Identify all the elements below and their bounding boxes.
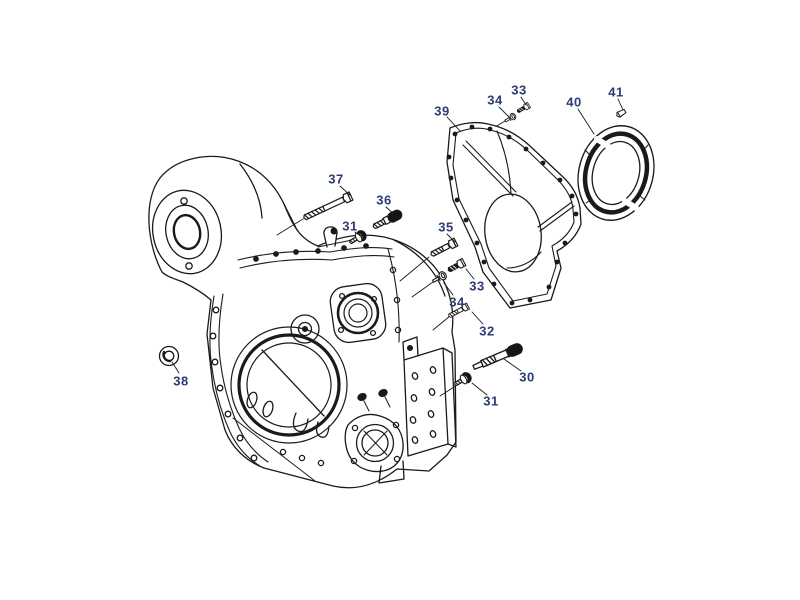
callout-37: 37 xyxy=(328,171,344,187)
bolt-36 xyxy=(370,207,405,232)
screw-33-top xyxy=(515,101,531,115)
callout-39: 39 xyxy=(434,103,450,119)
callout-38: 38 xyxy=(173,373,189,389)
callout-31-lower: 31 xyxy=(483,393,499,409)
housing-body xyxy=(148,155,457,489)
callout-32: 32 xyxy=(479,323,495,339)
callout-34-top: 34 xyxy=(487,92,503,108)
callout-40: 40 xyxy=(566,94,582,110)
bolt-35 xyxy=(428,237,459,260)
screw-33-mid xyxy=(445,257,467,275)
callout-34-mid: 34 xyxy=(449,294,465,310)
callout-33-mid: 33 xyxy=(469,278,485,294)
seal-ring xyxy=(577,125,655,221)
callout-33-top: 33 xyxy=(511,82,527,98)
callout-31-upper: 31 xyxy=(342,218,358,234)
plug-38 xyxy=(158,345,180,367)
fasteners xyxy=(158,101,628,390)
leader-lines xyxy=(171,96,624,396)
callout-41: 41 xyxy=(608,84,624,100)
callout-36: 36 xyxy=(376,192,392,208)
gasket-plate xyxy=(446,121,582,309)
callout-35: 35 xyxy=(438,219,454,235)
screw-41 xyxy=(614,107,628,119)
callout-30: 30 xyxy=(519,369,535,385)
